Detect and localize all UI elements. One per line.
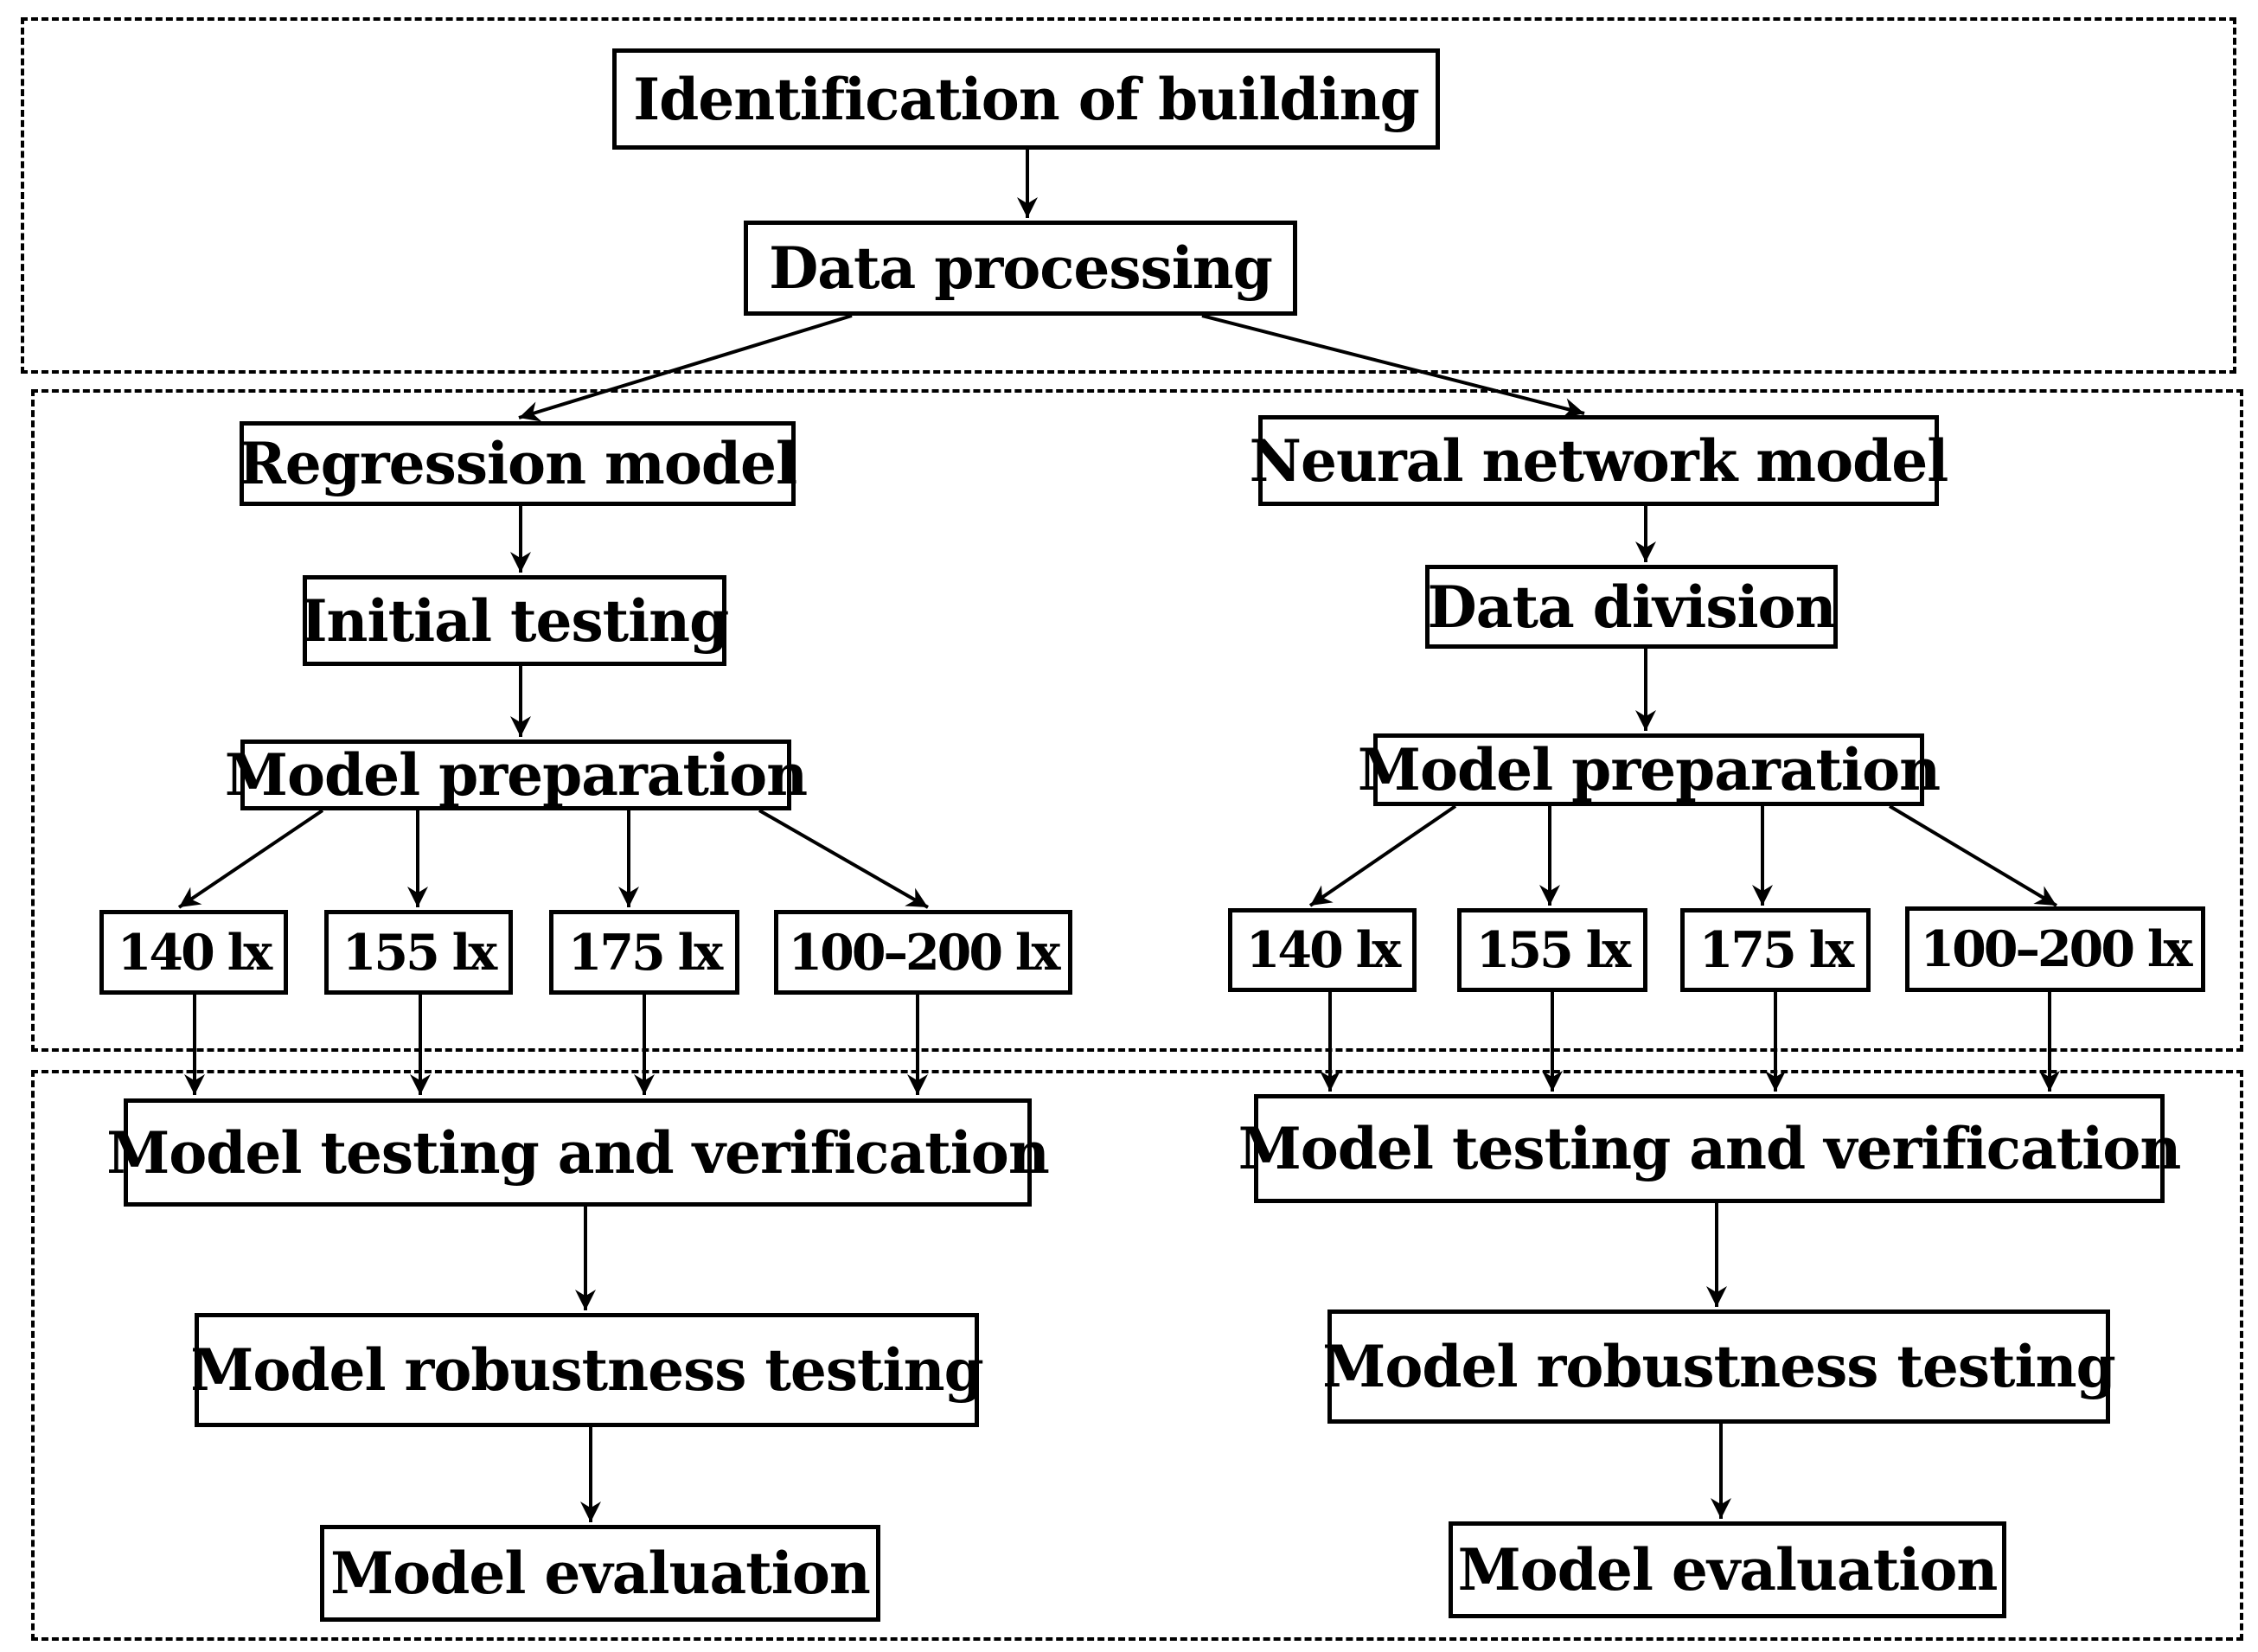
robustness-testing-box: Model robustness testing xyxy=(190,1313,984,1427)
arrow xyxy=(518,314,853,422)
model-preparation-box: Model preparation xyxy=(224,740,808,810)
illuminance-box-175: 175 lx xyxy=(549,910,739,995)
testing-verification-box: Model testing and verification xyxy=(1238,1094,2181,1203)
regression-model-box: Regression model xyxy=(239,421,797,506)
model-evaluation-box: Model evaluation xyxy=(1449,1521,2006,1618)
robustness-testing-box: Model robustness testing xyxy=(1322,1309,2116,1424)
neural-network-model-box: Neural network model xyxy=(1250,415,1948,506)
illuminance-box-100-200: 100–200 lx xyxy=(774,910,1072,995)
testing-verification-box: Model testing and verification xyxy=(106,1098,1050,1207)
stage-region-data xyxy=(21,17,2236,374)
illuminance-box-100-200: 100–200 lx xyxy=(1905,906,2205,992)
stage-region-validation xyxy=(31,1070,2243,1641)
illuminance-box-140: 140 lx xyxy=(1228,908,1417,992)
initial-testing-box: Initial testing xyxy=(301,575,729,666)
model-evaluation-box: Model evaluation xyxy=(320,1525,880,1622)
arrow xyxy=(177,809,324,909)
identification-box: Identification of building xyxy=(612,48,1440,150)
model-preparation-box: Model preparation xyxy=(1358,733,1941,806)
arrow xyxy=(1201,314,1585,419)
arrow xyxy=(1888,804,2058,907)
stage-region-modelling xyxy=(31,389,2243,1052)
illuminance-box-155: 155 lx xyxy=(1457,908,1647,992)
illuminance-box-140: 140 lx xyxy=(99,910,288,995)
illuminance-box-155: 155 lx xyxy=(324,910,513,995)
arrow xyxy=(758,809,929,909)
illuminance-box-175: 175 lx xyxy=(1680,908,1871,992)
arrow xyxy=(1308,804,1457,907)
data-division-box: Data division xyxy=(1425,565,1838,649)
data-processing-box: Data processing xyxy=(744,221,1297,316)
